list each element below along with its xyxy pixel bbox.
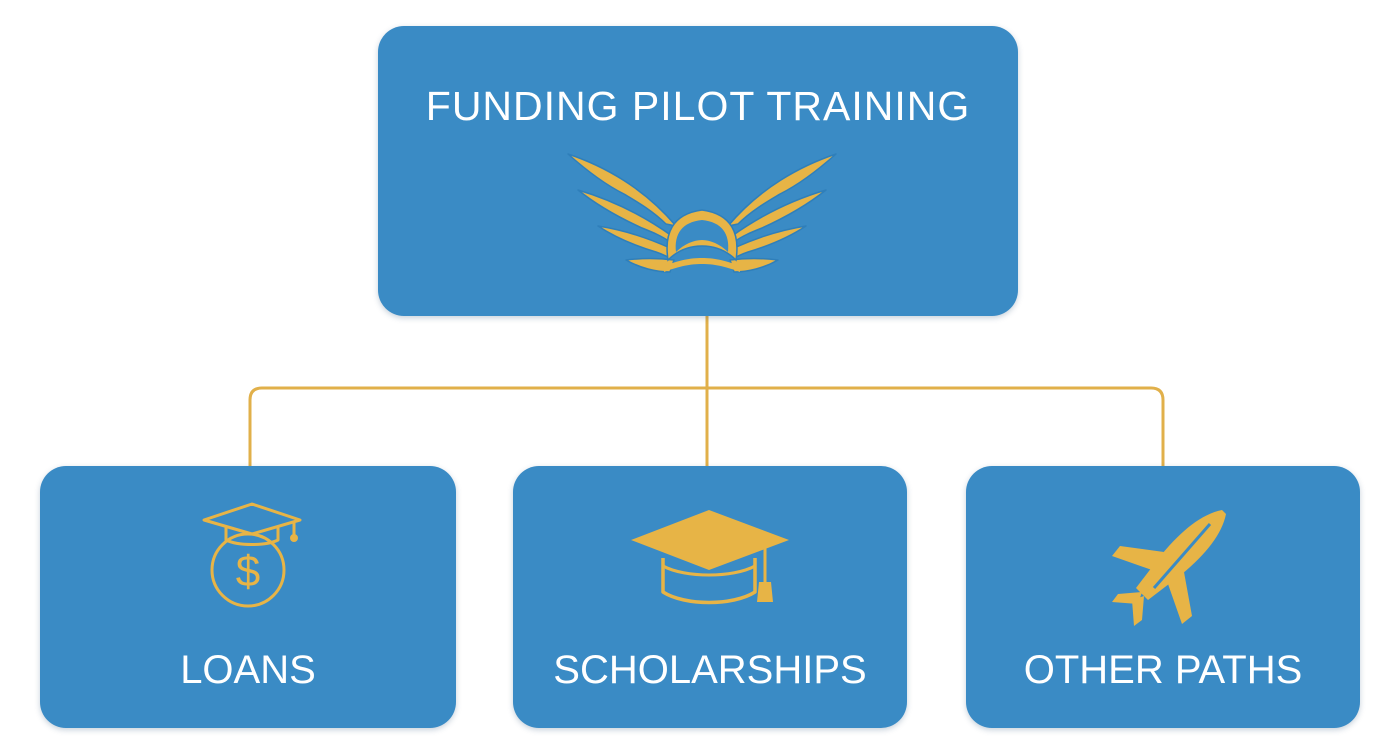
pilot-wings-icon	[567, 153, 837, 273]
root-node: FUNDING PILOT TRAINING	[378, 26, 1018, 316]
root-title: FUNDING PILOT TRAINING	[425, 83, 971, 129]
other-paths-label: OTHER PATHS	[1023, 648, 1303, 692]
loans-label: LOANS	[180, 648, 316, 692]
loans-node: $ LOANS	[40, 466, 456, 728]
airplane-icon	[1112, 510, 1226, 626]
scholarships-label: SCHOLARSHIPS	[553, 648, 867, 692]
other-paths-node: OTHER PATHS	[966, 466, 1360, 728]
graduation-cap-icon	[631, 510, 789, 605]
svg-text:$: $	[236, 547, 260, 596]
dollar-coin-graduation-cap-icon: $	[202, 502, 302, 608]
connector-branch	[248, 386, 1165, 466]
scholarships-node: SCHOLARSHIPS	[513, 466, 907, 728]
